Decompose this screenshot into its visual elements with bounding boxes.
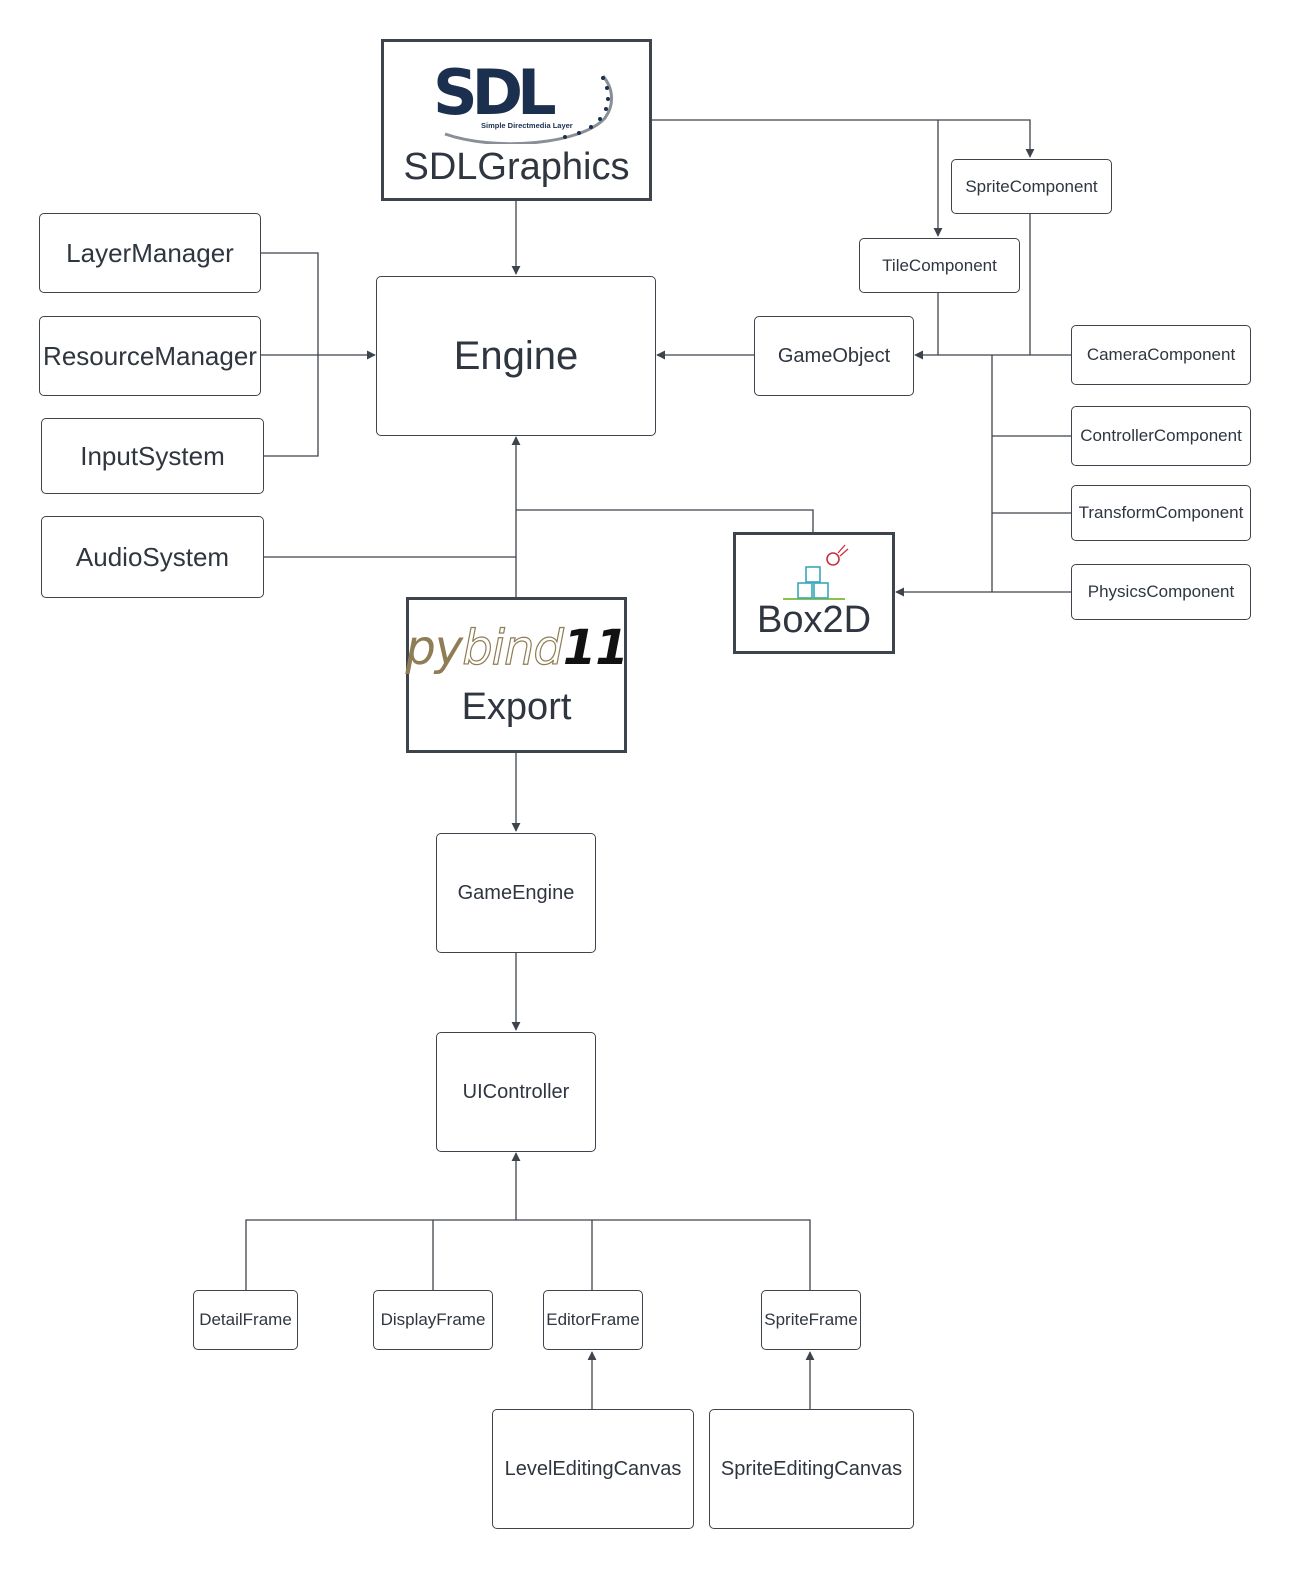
sdl-logo-dots [562,76,610,139]
engine-label: Engine [453,333,579,378]
pybind11-logo-11: 11 [562,620,629,676]
box2d-logo [783,544,849,600]
inputsystem-label: InputSystem [80,440,225,471]
layermanager-label: LayerManager [66,237,234,268]
resourcemanager-label: ResourceManager [43,340,257,371]
edge-layermanager-engine [261,252,319,355]
gameobject-node[interactable]: GameObject [754,316,914,396]
export-label: Export [461,686,572,728]
transformcomponent-label: TransformComponent [1078,503,1244,522]
edge-sdlgraphics-tilecomponent [651,119,943,237]
sdlgraphics-node[interactable]: SDL Simple Directmedia Layer SDLGraphics [381,39,652,201]
spriteeditingcanvas-node[interactable]: SpriteEditingCanvas [709,1409,914,1529]
physicscomponent-label: PhysicsComponent [1087,582,1235,601]
sdl-logo-text: SDL [433,56,555,129]
inputsystem-node[interactable]: InputSystem [41,418,264,494]
spriteeditingcanvas-label: SpriteEditingCanvas [720,1457,903,1480]
controllercomponent-node[interactable]: ControllerComponent [1071,406,1251,466]
editorframe-label: EditorFrame [546,1310,640,1329]
detailframe-label: DetailFrame [199,1310,292,1329]
displayframe-node[interactable]: DisplayFrame [373,1290,493,1350]
audiosystem-node[interactable]: AudioSystem [41,516,264,598]
sdlgraphics-label: SDLGraphics [403,146,630,188]
editorframe-node[interactable]: EditorFrame [543,1290,643,1350]
box2d-node[interactable]: Box2D [733,532,895,654]
controllercomponent-label: ControllerComponent [1080,426,1242,445]
cameracomponent-node[interactable]: CameraComponent [1071,325,1251,385]
spriteframe-node[interactable]: SpriteFrame [761,1290,861,1350]
cameracomponent-label: CameraComponent [1086,345,1236,364]
pybind11-logo-py: py [405,620,463,676]
gameobject-label: GameObject [777,344,891,367]
leveleditingcanvas-node[interactable]: LevelEditingCanvas [492,1409,694,1529]
export-node[interactable]: pybind11 Export [405,597,629,753]
box2d-logo-ball [826,552,840,566]
spriteframe-label: SpriteFrame [764,1310,858,1329]
sdl-logo-subtitle: Simple Directmedia Layer [481,121,573,130]
pybind11-logo-bind: bind [462,620,565,676]
audiosystem-label: AudioSystem [75,541,230,572]
box2d-label: Box2D [756,599,872,641]
box2d-logo-box [813,582,829,599]
layermanager-node[interactable]: LayerManager [39,213,261,293]
uicontroller-node[interactable]: UIController [436,1032,596,1152]
tilecomponent-node[interactable]: TileComponent [859,238,1020,293]
physicscomponent-node[interactable]: PhysicsComponent [1071,564,1251,620]
box2d-logo-box [797,582,813,599]
displayframe-label: DisplayFrame [380,1310,486,1329]
spritecomponent-node[interactable]: SpriteComponent [951,159,1112,214]
transformcomponent-node[interactable]: TransformComponent [1071,485,1251,541]
uicontroller-label: UIController [462,1080,570,1103]
box2d-logo-box [805,566,821,583]
pybind11-logo: pybind11 [405,623,628,672]
sdl-logo: SDL Simple Directmedia Layer [433,56,613,144]
spritecomponent-label: SpriteComponent [965,176,1098,196]
edge-inputsystem-engine [264,355,319,457]
tilecomponent-label: TileComponent [882,255,997,275]
detailframe-node[interactable]: DetailFrame [193,1290,298,1350]
engine-node[interactable]: Engine [376,276,656,436]
leveleditingcanvas-label: LevelEditingCanvas [504,1457,682,1480]
edge-box2d-engine [516,509,814,533]
resourcemanager-node[interactable]: ResourceManager [39,316,261,396]
gameengine-node[interactable]: GameEngine [436,833,596,953]
edge-sdlgraphics-spritecomponent [938,119,1035,158]
edge-frames-bus [245,1219,811,1290]
gameengine-label: GameEngine [457,881,575,904]
